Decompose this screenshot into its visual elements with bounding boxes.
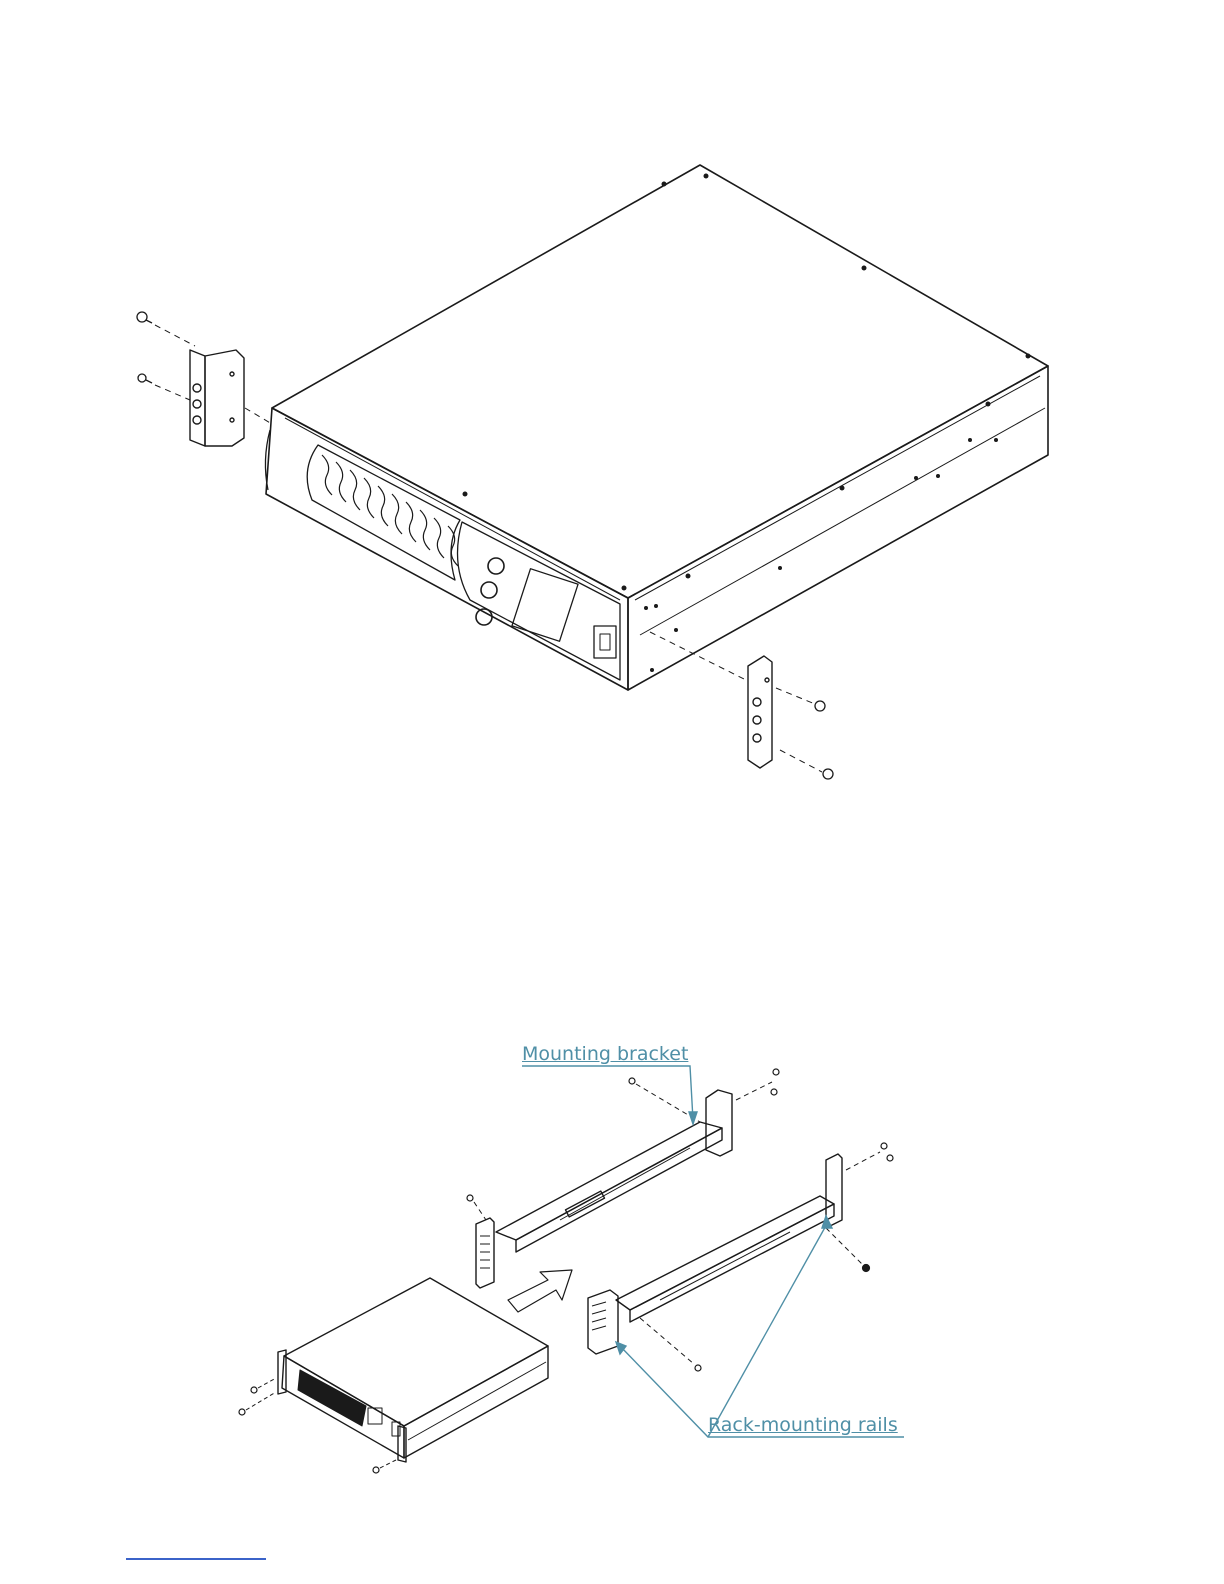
mounting-bracket-leader [522, 1066, 693, 1120]
ups-unit-small [278, 1278, 548, 1462]
function-button-icon [481, 582, 497, 598]
rack-mounting-rails-label: Rack-mounting rails [708, 1414, 898, 1436]
breaker-switch [594, 626, 616, 658]
right-mounting-bracket [748, 656, 772, 768]
right-screw-icons [815, 701, 833, 779]
lower-rack-rail [588, 1154, 842, 1354]
ups-front-panel [266, 408, 628, 690]
ups-side-panel [628, 366, 1048, 690]
left-screw-icons [137, 312, 152, 383]
left-mounting-bracket [190, 350, 244, 446]
footer-rule [126, 1558, 266, 1560]
ups-top-panel [272, 165, 1048, 598]
power-button-icon [488, 558, 504, 574]
lcd-display [512, 569, 578, 642]
rail-screw-icons [467, 1069, 893, 1371]
mounting-bracket-label: Mounting bracket [522, 1043, 688, 1065]
insert-direction-arrow-icon [508, 1270, 572, 1312]
rack-rail-install-diagram [239, 1069, 893, 1473]
